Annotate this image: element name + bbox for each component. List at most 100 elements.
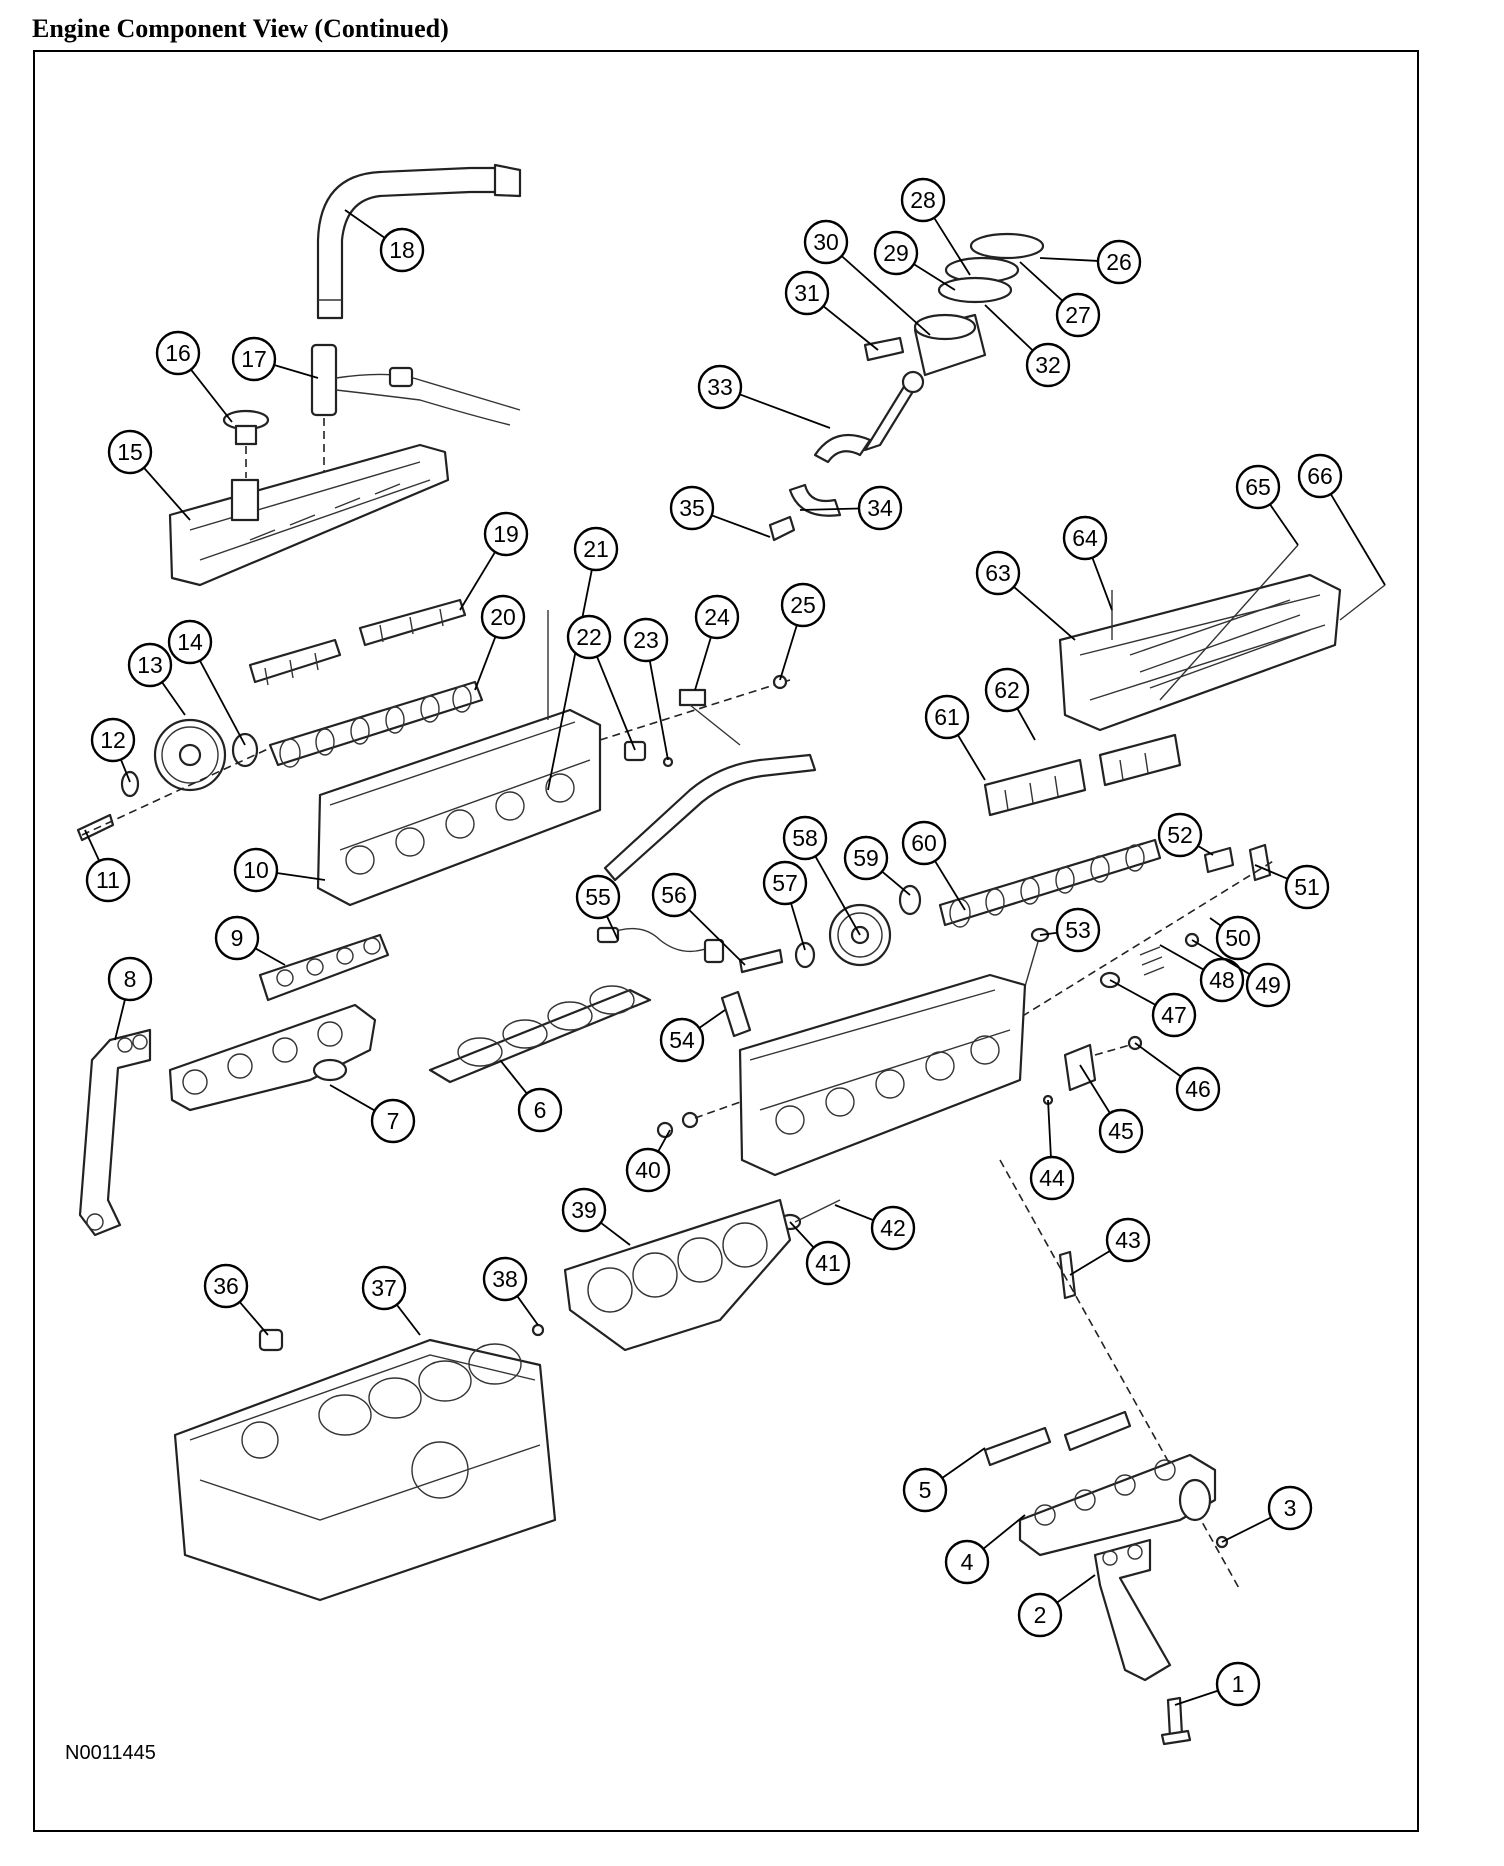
callout-6: 6 [499, 1059, 563, 1133]
callout-number: 6 [534, 1097, 547, 1123]
callout-circle [924, 694, 970, 740]
leader-line [606, 915, 619, 941]
callout-50: 50 [1209, 915, 1261, 961]
leader-line [84, 829, 101, 862]
callout-circle [233, 847, 279, 893]
callout-circle [1199, 957, 1245, 1003]
callout-circle [870, 1205, 916, 1251]
callout-number: 20 [490, 604, 516, 630]
callout-circle [482, 1256, 528, 1302]
callout-number: 55 [585, 884, 611, 910]
callout-number: 28 [910, 187, 936, 213]
callout-circle [659, 1017, 705, 1063]
piston-part [863, 232, 1045, 377]
callout-circle [1215, 915, 1261, 961]
callout-number: 18 [389, 237, 415, 263]
connecting-rod-part [768, 370, 925, 542]
leader-line [1016, 707, 1036, 741]
callout-circle [984, 667, 1030, 713]
callout-number: 32 [1035, 352, 1061, 378]
callout-number: 57 [772, 870, 798, 896]
callout-18: 18 [344, 209, 425, 273]
leader-line [143, 467, 191, 521]
callout-number: 10 [243, 857, 269, 883]
valve-cover-left-part [168, 443, 450, 587]
callout-circle [167, 619, 213, 665]
callout-circle [561, 1187, 607, 1233]
callout-number: 17 [241, 346, 267, 372]
leader-line [459, 551, 496, 611]
callout-circle [975, 550, 1021, 596]
callout-circle [1235, 464, 1281, 510]
callout-number: 21 [583, 536, 609, 562]
callout-53: 53 [1039, 907, 1101, 953]
callout-number: 7 [387, 1108, 400, 1134]
callout-circle [1098, 1108, 1144, 1154]
callout-circle [1215, 1661, 1261, 1707]
leader-line [814, 855, 861, 936]
page-title: Engine Component View (Continued) [32, 14, 449, 43]
roller-follower-right-part [983, 733, 1182, 817]
callout-57: 57 [762, 860, 808, 951]
cylinder-head-left-part [316, 610, 791, 907]
callout-14: 14 [167, 619, 246, 746]
callout-13: 13 [127, 642, 186, 716]
callout-circle [944, 1539, 990, 1585]
callout-circle [1055, 907, 1101, 953]
leader-line [790, 902, 806, 951]
callout-17: 17 [231, 336, 319, 382]
callout-circle [697, 364, 743, 410]
leader-line [822, 305, 879, 351]
callout-circle [370, 1098, 416, 1144]
leader-line [1191, 939, 1251, 976]
callout-number: 8 [124, 966, 137, 992]
callout-circle [566, 614, 612, 660]
callout-circle [203, 1263, 249, 1309]
callout-number: 27 [1065, 302, 1091, 328]
callout-circle [1245, 962, 1291, 1008]
leader-line [1019, 261, 1064, 302]
callout-number: 9 [231, 925, 244, 951]
callout-circle [805, 1240, 851, 1286]
callout-number: 14 [177, 629, 203, 655]
callout-circle [651, 872, 697, 918]
callout-number: 42 [880, 1215, 906, 1241]
callout-circle [231, 336, 277, 382]
callout-28: 28 [900, 177, 971, 276]
leader-line [934, 860, 966, 911]
callout-47: 47 [1109, 979, 1197, 1038]
bracket-right-part [1093, 1538, 1192, 1746]
exhaust-gasket-left-part [258, 933, 390, 1002]
leader-line [1269, 503, 1299, 546]
callout-circle [900, 177, 946, 223]
callout-60: 60 [901, 820, 966, 911]
callout-42: 42 [834, 1204, 916, 1251]
leader-line [1039, 931, 1058, 936]
callout-number: 36 [213, 1273, 239, 1299]
callout-number: 12 [100, 727, 126, 753]
leader-line [694, 636, 712, 691]
leader-line [396, 1304, 421, 1336]
callout-25: 25 [779, 582, 826, 681]
callout-number: 48 [1209, 967, 1235, 993]
callout-circle [1062, 515, 1108, 561]
callout-16: 16 [155, 330, 233, 423]
exhaust-manifold-left-part [168, 1003, 377, 1112]
callout-number: 46 [1185, 1076, 1211, 1102]
leader-line [1159, 944, 1205, 971]
head-gasket-left-part [428, 985, 652, 1084]
leader-line [329, 1084, 376, 1112]
leader-line [254, 947, 286, 966]
coolant-tube-part [603, 674, 817, 882]
callout-26: 26 [1039, 239, 1142, 285]
leader-line [1047, 1099, 1052, 1158]
leader-line [881, 870, 911, 896]
callout-number: 35 [679, 495, 705, 521]
callout-circle [1055, 292, 1101, 338]
callout-number: 33 [707, 374, 733, 400]
callout-number: 30 [813, 229, 839, 255]
callout-45: 45 [1079, 1064, 1144, 1154]
leader-line [1174, 1689, 1219, 1706]
callout-51: 51 [1254, 864, 1330, 910]
